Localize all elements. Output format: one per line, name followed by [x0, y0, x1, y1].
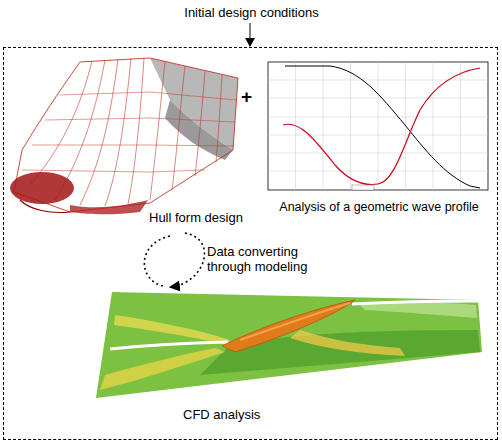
input-arrow-head	[245, 38, 255, 47]
panel-caption: Analysis of a geometric wave profile	[262, 200, 496, 215]
plus-sign: +	[241, 89, 252, 104]
dashed-group-box: Initial design conditionsHull form desig…	[3, 47, 498, 440]
edge-label: Data converting through modeling	[207, 244, 319, 274]
cfd-panel: CFD analysis	[93, 287, 489, 429]
panel-caption: CFD analysis	[183, 407, 260, 422]
group-heading: Initial design conditions	[4, 5, 499, 20]
chart-panel: Analysis of a geometric wave profile	[262, 56, 496, 216]
loop-connector	[171, 233, 204, 287]
hull-wireframe	[10, 58, 238, 214]
panel-caption: Hull form design	[149, 210, 243, 225]
cfd-field	[96, 292, 482, 398]
loop-arc	[144, 236, 170, 286]
input-arrow-line	[250, 23, 251, 40]
hull-panel: Hull form design	[6, 58, 251, 233]
wave-profile-chart	[268, 62, 488, 190]
